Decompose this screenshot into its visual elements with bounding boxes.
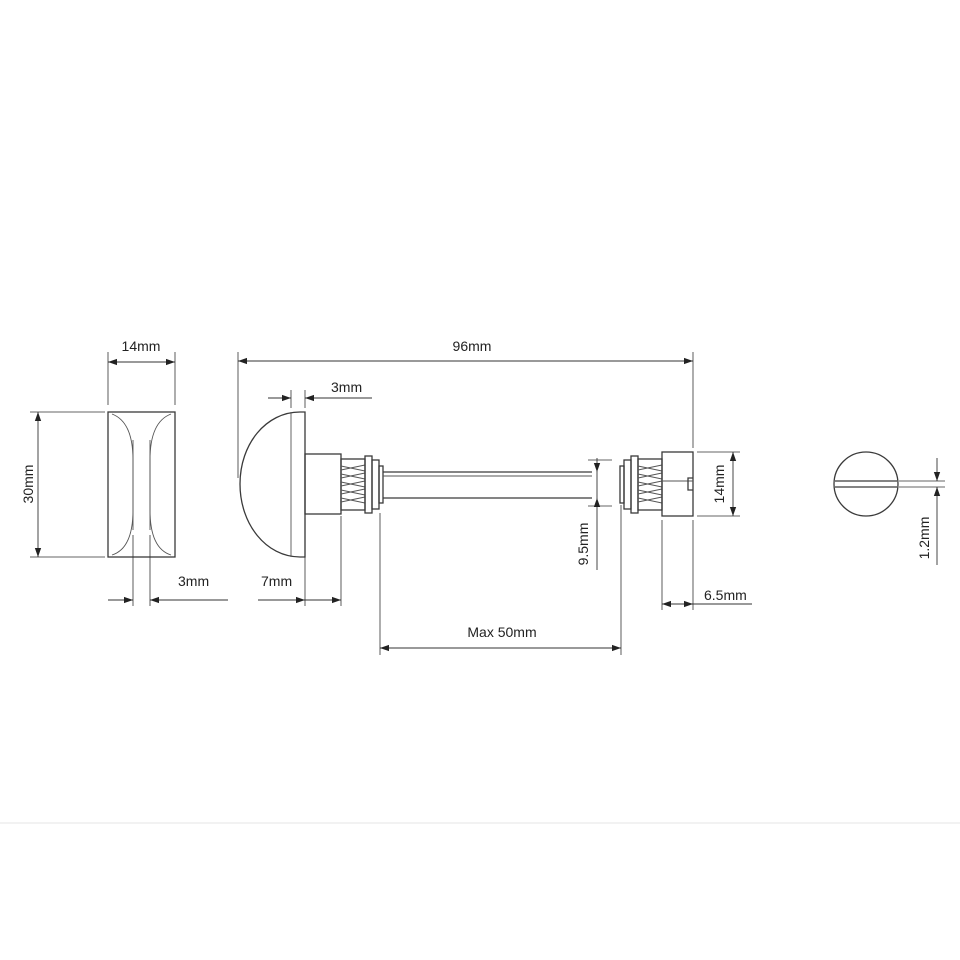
thumbturn-front-view (107, 411, 176, 558)
label-knob-neck: 7mm (261, 573, 292, 589)
dim-max-door: Max 50mm (379, 505, 622, 655)
dim-knob-step: 3mm (268, 379, 372, 408)
dim-knob-neck: 7mm (258, 516, 342, 606)
side-view-assembly (239, 411, 694, 558)
dim-thumbturn-recess: 3mm (108, 535, 228, 606)
label-thumbturn-width: 14mm (122, 338, 161, 354)
label-spindle-width: 9.5mm (575, 523, 591, 566)
label-slot-width: 1.2mm (916, 517, 932, 560)
label-max-door: Max 50mm (467, 624, 536, 640)
dim-release-depth: 6.5mm (661, 520, 752, 610)
label-release-diameter: 14mm (711, 465, 727, 504)
dim-overall-length: 96mm (237, 338, 694, 478)
dim-release-diameter: 14mm (697, 451, 740, 517)
dim-thumbturn-width: 14mm (107, 338, 176, 405)
label-overall-length: 96mm (453, 338, 492, 354)
dim-slot-width: 1.2mm (899, 458, 945, 565)
release-end-view (833, 451, 899, 517)
label-thumbturn-recess: 3mm (178, 573, 209, 589)
label-release-depth: 6.5mm (704, 587, 747, 603)
label-thumbturn-height: 30mm (20, 465, 36, 504)
dim-spindle-width: 9.5mm (575, 458, 612, 570)
label-knob-step: 3mm (331, 379, 362, 395)
dim-thumbturn-height: 30mm (20, 411, 105, 558)
